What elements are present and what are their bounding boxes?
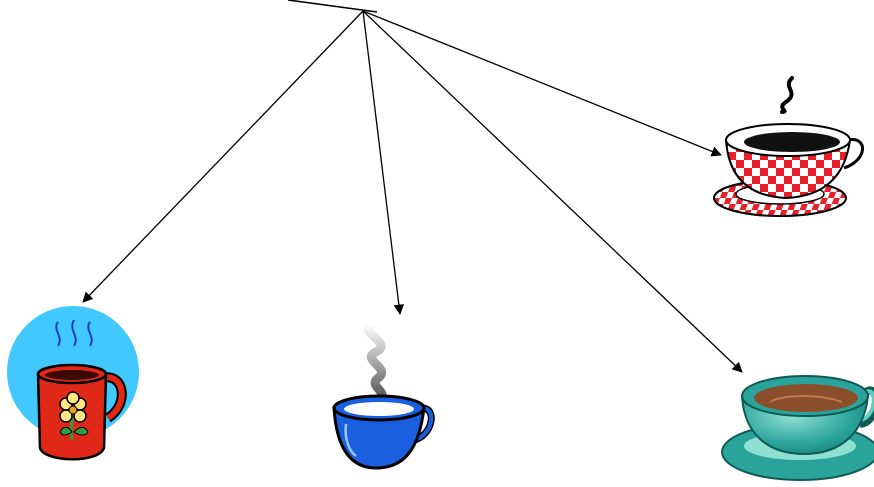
hub-top-line bbox=[287, 0, 378, 13]
arrow-to-teal-cup bbox=[362, 10, 743, 373]
arrow-to-checkered-cup bbox=[362, 10, 722, 157]
teal-cup-icon bbox=[721, 375, 874, 481]
arrows bbox=[82, 10, 743, 373]
arrow-to-flower-mug bbox=[82, 10, 364, 303]
hub-lines bbox=[287, 0, 378, 13]
steaming-cup-icon bbox=[332, 319, 435, 470]
arrow-to-blue-cup bbox=[362, 10, 405, 316]
checkered-cup-icon bbox=[713, 76, 864, 217]
flower-mug-icon bbox=[7, 306, 140, 461]
